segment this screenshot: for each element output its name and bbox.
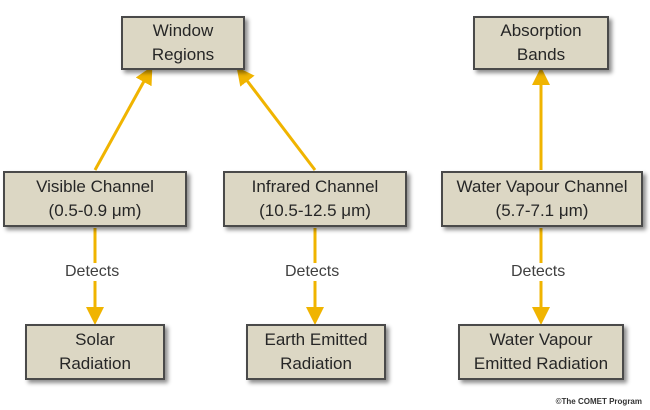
node-solar-radiation-line2: Radiation: [59, 354, 131, 373]
node-water-vapour-emitted-radiation-line2: Emitted Radiation: [473, 354, 609, 373]
node-visible-channel: Visible Channel (0.5-0.9 μm): [3, 171, 187, 227]
node-earth-emitted-radiation-line2: Radiation: [280, 354, 352, 373]
node-window-regions-line2: Regions: [151, 45, 215, 64]
node-solar-radiation-line1: Solar: [75, 330, 115, 349]
node-earth-emitted-radiation-line1: Earth Emitted: [264, 330, 368, 349]
node-earth-emitted-radiation: Earth Emitted Radiation: [246, 324, 386, 380]
node-visible-channel-line2: (0.5-0.9 μm): [48, 201, 142, 220]
node-water-vapour-channel-line1: Water Vapour Channel: [456, 177, 628, 196]
node-absorption-bands-line1: Absorption: [500, 21, 582, 40]
node-infrared-channel-line2: (10.5-12.5 μm): [259, 201, 371, 220]
arrow-infrared-to-window: [236, 66, 317, 171]
edge-label-infrared-detects: Detects: [281, 263, 344, 281]
node-infrared-channel: Infrared Channel (10.5-12.5 μm): [223, 171, 407, 227]
node-water-vapour-channel: Water Vapour Channel (5.7-7.1 μm): [441, 171, 643, 227]
node-visible-channel-line1: Visible Channel: [36, 177, 154, 196]
node-absorption-bands: Absorption Bands: [473, 16, 609, 70]
node-absorption-bands-line2: Bands: [516, 45, 566, 64]
node-solar-radiation: Solar Radiation: [25, 324, 165, 380]
node-water-vapour-emitted-radiation-line1: Water Vapour: [489, 330, 593, 349]
edge-label-water-vapour-detects: Detects: [507, 263, 570, 281]
node-window-regions-line1: Window: [152, 21, 214, 40]
node-water-vapour-channel-line2: (5.7-7.1 μm): [495, 201, 589, 220]
node-water-vapour-emitted-radiation: Water Vapour Emitted Radiation: [458, 324, 624, 380]
credit-text: ©The COMET Program: [555, 397, 642, 406]
node-window-regions: Window Regions: [121, 16, 245, 70]
edge-label-visible-detects: Detects: [61, 263, 124, 281]
node-infrared-channel-line1: Infrared Channel: [251, 177, 379, 196]
arrow-visible-to-window: [93, 66, 153, 171]
